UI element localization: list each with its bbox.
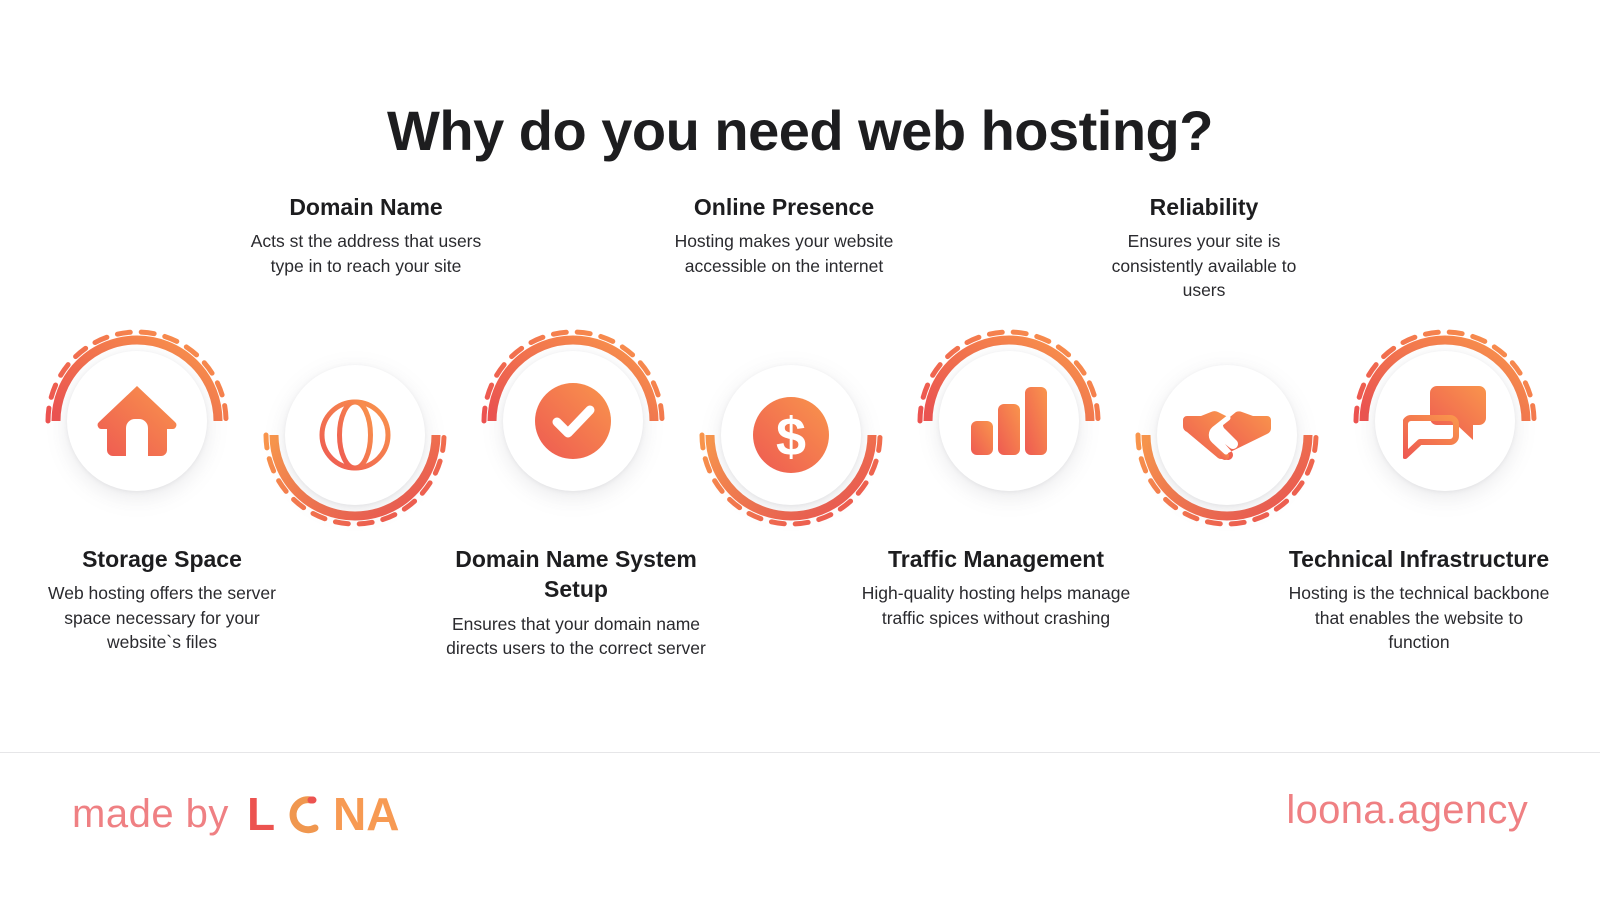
caption-title: Traffic Management	[888, 546, 1104, 572]
caption-title: Online Presence	[693, 194, 875, 220]
node-disc	[503, 351, 643, 491]
node-arcs	[263, 432, 447, 527]
node-disc: $	[721, 365, 861, 505]
caption-description: Hosting makes your website accessible on…	[674, 231, 894, 276]
dollar-circle-icon: $	[753, 397, 829, 473]
loona-logo[interactable]: L NA	[247, 790, 403, 838]
website-url[interactable]: loona.agency	[1286, 788, 1528, 832]
house-icon	[97, 386, 177, 456]
svg-text:NA: NA	[333, 790, 399, 838]
page-title: Why do you need web hosting?	[387, 98, 1213, 162]
step-node-online-presence[interactable]: $	[699, 346, 883, 527]
footer-divider	[0, 752, 1600, 753]
bar-chart-icon	[971, 387, 1047, 455]
node-disc	[1157, 365, 1297, 505]
loona-logomark-icon: L NA	[247, 790, 399, 838]
node-disc	[939, 351, 1079, 491]
node-disc	[285, 365, 425, 505]
svg-text:$: $	[776, 407, 806, 467]
node-arcs	[1353, 329, 1537, 424]
footer-branding: made by L NA	[72, 790, 403, 838]
caption-title: Reliability	[1149, 194, 1259, 220]
caption-dns-setup: Domain Name System Setup Ensures that yo…	[430, 544, 722, 660]
caption-description: High-quality hosting helps manage traffi…	[861, 583, 1131, 628]
caption-online-presence: Online Presence Hosting makes your websi…	[668, 192, 900, 278]
caption-description: Acts st the address that users type in t…	[250, 231, 482, 276]
caption-description: Hosting is the technical backbone that e…	[1288, 583, 1550, 652]
node-arcs	[699, 432, 883, 527]
caption-domain-name: Domain Name Acts st the address that use…	[250, 192, 482, 278]
chat-bubbles-icon	[1403, 386, 1486, 459]
caption-description: Web hosting offers the server space nece…	[48, 583, 276, 652]
step-node-traffic-management[interactable]	[917, 329, 1101, 510]
node-arcs	[481, 329, 665, 424]
caption-title: Domain Name	[289, 194, 443, 220]
svg-text:L: L	[247, 790, 275, 838]
made-by-label: made by	[72, 792, 229, 836]
node-disc	[1375, 351, 1515, 491]
caption-description: Ensures that your domain name directs us…	[446, 613, 706, 658]
node-arcs	[45, 329, 229, 424]
globe-icon	[319, 399, 391, 471]
process-chain: $	[0, 310, 1600, 550]
step-node-dns-setup[interactable]	[481, 329, 665, 510]
caption-reliability: Reliability Ensures your site is consist…	[1088, 192, 1320, 302]
node-arcs	[1135, 432, 1319, 527]
caption-description: Ensures your site is consistently availa…	[1111, 231, 1297, 300]
step-node-reliability[interactable]	[1135, 346, 1319, 527]
node-disc	[67, 351, 207, 491]
check-circle-icon	[535, 383, 611, 459]
caption-title: Storage Space	[82, 546, 242, 572]
caption-title: Technical Infrastructure	[1288, 546, 1550, 572]
caption-technical-infrastructure: Technical Infrastructure Hosting is the …	[1288, 544, 1550, 654]
node-arcs	[917, 329, 1101, 424]
step-node-technical-infrastructure[interactable]	[1353, 329, 1537, 510]
caption-traffic-management: Traffic Management High-quality hosting …	[858, 544, 1134, 630]
handshake-icon	[1182, 411, 1272, 460]
caption-title: Domain Name System Setup	[455, 546, 697, 603]
step-node-domain-name[interactable]	[263, 346, 447, 527]
caption-storage-space: Storage Space Web hosting offers the ser…	[34, 544, 290, 654]
step-node-storage-space[interactable]	[45, 329, 229, 510]
